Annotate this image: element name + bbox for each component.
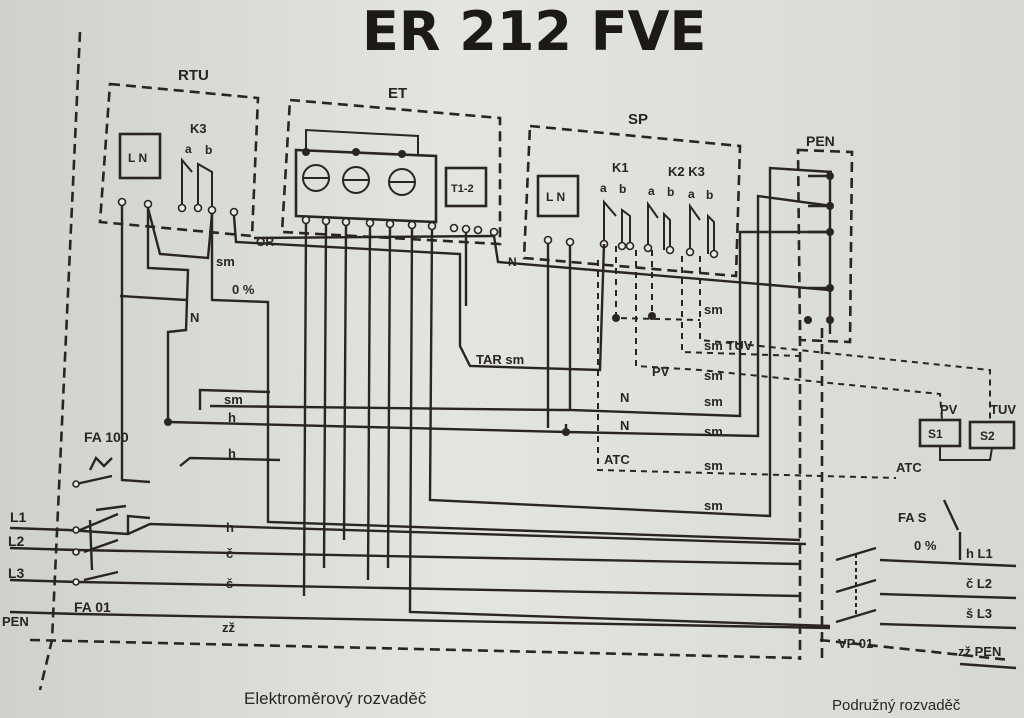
pen-block: PEN <box>796 133 854 344</box>
wire-label-h-l1: h L1 <box>966 546 993 561</box>
terminals <box>117 197 719 259</box>
pen-left-label: PEN <box>2 614 29 629</box>
sp-label: SP <box>628 111 648 128</box>
diagram-title: ER 212 FVE <box>362 0 706 63</box>
wire-label-s-l3: š L3 <box>966 606 992 621</box>
t12-label: T1-2 <box>451 183 474 195</box>
k3-label: K3 <box>190 121 207 136</box>
left-switches <box>72 455 127 586</box>
et-label: ET <box>388 85 407 102</box>
wire-label-c: č <box>226 546 233 561</box>
pen-block-label: PEN <box>806 133 835 149</box>
pv-label: PV <box>940 402 958 417</box>
caption-left: Elektroměrový rozvaděč <box>244 689 427 708</box>
wire-label-zz-pen: zž PEN <box>958 644 1001 659</box>
s1-label: S1 <box>928 427 943 441</box>
wire-label-n2: N <box>620 418 629 433</box>
wire-label-sm-h1: sm <box>224 392 243 407</box>
t12-box <box>444 166 488 208</box>
fa100-label: FA 100 <box>84 429 129 445</box>
wire-label-h2: h <box>228 446 236 461</box>
wire-label-pv-sm: sm <box>704 368 723 383</box>
s2-label: S2 <box>980 429 995 443</box>
l3-label: L3 <box>8 565 25 581</box>
wiring <box>9 166 1017 670</box>
vp01-label: VP 01 <box>838 636 873 651</box>
wire-label-atc-left: ATC <box>604 452 630 467</box>
fa01-label: FA 01 <box>74 599 111 615</box>
k2k3-label: K2 K3 <box>668 164 705 179</box>
wire-label-zz: zž <box>222 620 236 635</box>
rtu-ln-box <box>118 132 162 180</box>
wire-label-s: š <box>226 576 233 591</box>
wire-label-n2-sm: sm <box>704 424 723 439</box>
k1-label: K1 <box>612 160 629 175</box>
enclosure-boundaries <box>29 31 1011 691</box>
meter-box <box>294 148 438 224</box>
vp01-switch <box>835 499 960 624</box>
wire-label-or: OR <box>256 235 274 249</box>
wire-label-n1: N <box>620 390 629 405</box>
sp-block: SP L N K1 K2 K3 a b a b a b <box>522 111 742 278</box>
sp-term-b3: b <box>706 188 713 202</box>
wire-labels: OR N sm 0 % N TAR sm sm sm TUV PV sm N s… <box>190 235 1001 659</box>
rtu-label: RTU <box>178 67 209 84</box>
s-boxes: S1 S2 PV TUV <box>918 402 1016 461</box>
et-block: ET T1-2 <box>280 85 502 246</box>
junctions <box>164 148 834 436</box>
sp-term-b1: b <box>619 182 626 196</box>
rtu-term-b: b <box>205 143 212 157</box>
control-wires <box>597 246 991 479</box>
sp-term-a1: a <box>600 181 607 195</box>
wire-label-sm-tuv: sm TUV <box>704 338 753 353</box>
sp-ln-box <box>536 174 580 218</box>
sp-ln-label: L N <box>546 190 565 204</box>
wire-label-h3: h <box>226 520 234 535</box>
wire-label-zero-pct-right: 0 % <box>914 538 937 553</box>
wire-label-n1-sm: sm <box>704 394 723 409</box>
wire-label-sm-bottom: sm <box>704 498 723 513</box>
wire-label-h1: h <box>228 410 236 425</box>
wire-label-n-top: N <box>508 255 517 269</box>
caption-right: Podružný rozvaděč <box>832 697 961 714</box>
wire-label-fa-s: FA S <box>898 510 927 525</box>
wire-label-zero-pct: 0 % <box>232 282 255 297</box>
sp-term-a3: a <box>688 187 695 201</box>
rtu-term-a: a <box>185 142 192 156</box>
wire-label-atc-sm: sm <box>704 458 723 473</box>
left-labels: FA 100 FA 01 L1 L2 L3 PEN VP 01 <box>2 429 873 651</box>
sp-term-a2: a <box>648 184 655 198</box>
wire-label-sm-k: sm <box>704 302 723 317</box>
rtu-ln-label: L N <box>128 151 147 165</box>
sp-term-b2: b <box>667 185 674 199</box>
wire-label-n-left: N <box>190 310 199 325</box>
l1-label: L1 <box>10 509 27 525</box>
rtu-block: RTU L N K3 a b <box>98 67 260 238</box>
tuv-label: TUV <box>990 402 1016 417</box>
wire-label-tar-sm: TAR sm <box>476 352 524 367</box>
wire-label-sm-rtu: sm <box>216 254 235 269</box>
wire-label-pv: PV <box>652 364 670 379</box>
l2-label: L2 <box>8 533 25 549</box>
wire-label-c-l2: č L2 <box>966 576 992 591</box>
wire-label-atc-right: ATC <box>896 460 922 475</box>
